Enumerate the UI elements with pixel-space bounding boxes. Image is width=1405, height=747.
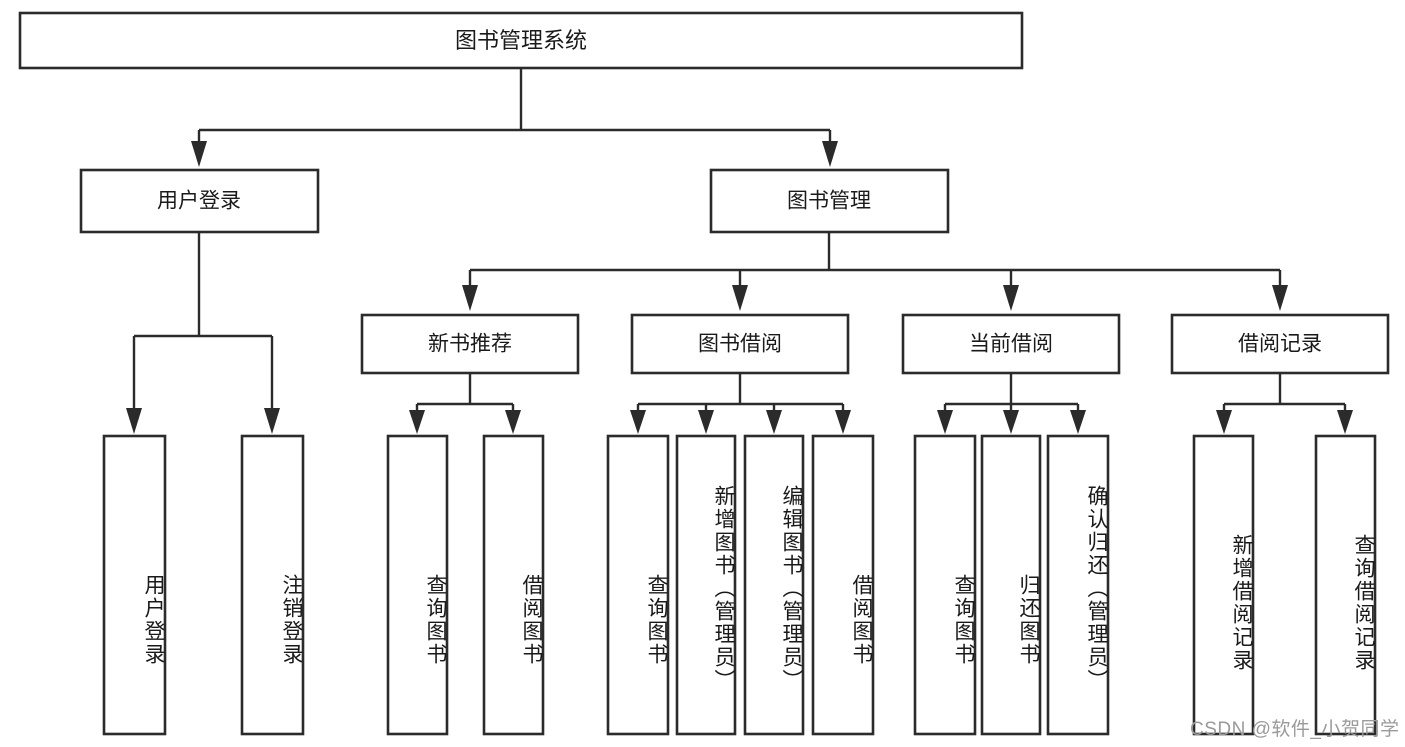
leaf-box-query-borrow-record[interactable] [1314, 434, 1377, 736]
arrow-head-user-login [191, 141, 207, 167]
node-box-new-book-recommend [360, 313, 580, 375]
node-label-current-borrow: 当前借阅 [969, 333, 1053, 356]
node-label-book-manage: 图书管理 [787, 190, 871, 213]
leaf-box-query-book-recommend[interactable] [386, 434, 449, 736]
arrow-head-borrow-record [1272, 285, 1288, 311]
node-label-user-login: 用户登录 [157, 190, 241, 213]
connector-current-borrow-to-leaves [937, 373, 1086, 434]
leaf-box-return-book[interactable] [980, 434, 1042, 736]
leaf-box-confirm-return-admin[interactable] [1046, 434, 1110, 736]
arrow-head-new-book-recommend [462, 285, 478, 311]
csdn-watermark: CSDN @软件_小贺同学 [1190, 719, 1400, 740]
node-box-user-login [79, 168, 320, 234]
leaf-box-borrow-book-recommend[interactable] [482, 434, 545, 736]
node-label-book-borrow: 图书借阅 [698, 333, 782, 356]
node-current-borrow[interactable]: 当前借阅 [901, 313, 1121, 375]
connector-book-borrow-to-leaves [630, 373, 851, 434]
node-user-login[interactable]: 用户登录 [79, 168, 320, 234]
node-box-current-borrow [901, 313, 1121, 375]
node-borrow-record[interactable]: 借阅记录 [1170, 313, 1390, 375]
connector-book-manage-to-level3 [462, 232, 1288, 311]
leaf-box-user-login[interactable] [102, 434, 167, 736]
leaf-box-query-book-borrow[interactable] [606, 434, 670, 736]
connector-new-book-recommend-to-leaves [409, 373, 521, 434]
node-system-root[interactable]: 图书管理系统 [18, 11, 1024, 70]
arrow-head-leaf-logout [264, 408, 280, 434]
node-new-book-recommend[interactable]: 新书推荐 [360, 313, 580, 375]
node-book-borrow[interactable]: 图书借阅 [630, 313, 850, 375]
leaf-box-logout[interactable] [240, 434, 305, 736]
leaf-box-add-borrow-record[interactable] [1192, 434, 1255, 736]
leaf-box-add-book-admin[interactable] [675, 434, 737, 736]
leaf-box-edit-book-admin[interactable] [743, 434, 805, 736]
node-box-system-root [18, 11, 1024, 70]
node-label-borrow-record: 借阅记录 [1238, 333, 1322, 356]
connector-borrow-record-to-leaves [1216, 373, 1353, 434]
arrow-head-book-borrow [732, 285, 748, 311]
node-label-new-book-recommend: 新书推荐 [428, 333, 512, 356]
arrow-head-book-manage [822, 141, 838, 167]
node-book-manage[interactable]: 图书管理 [709, 168, 950, 234]
connector-root-to-level2 [191, 68, 838, 167]
arrow-head-current-borrow [1003, 285, 1019, 311]
arrow-head-leaf-user-login [126, 408, 142, 434]
node-label-system-root: 图书管理系统 [455, 28, 587, 53]
leaf-box-borrow-book[interactable] [811, 434, 875, 736]
leaf-box-query-book-current[interactable] [913, 434, 977, 736]
connector-user-login-to-leaves [126, 232, 280, 434]
